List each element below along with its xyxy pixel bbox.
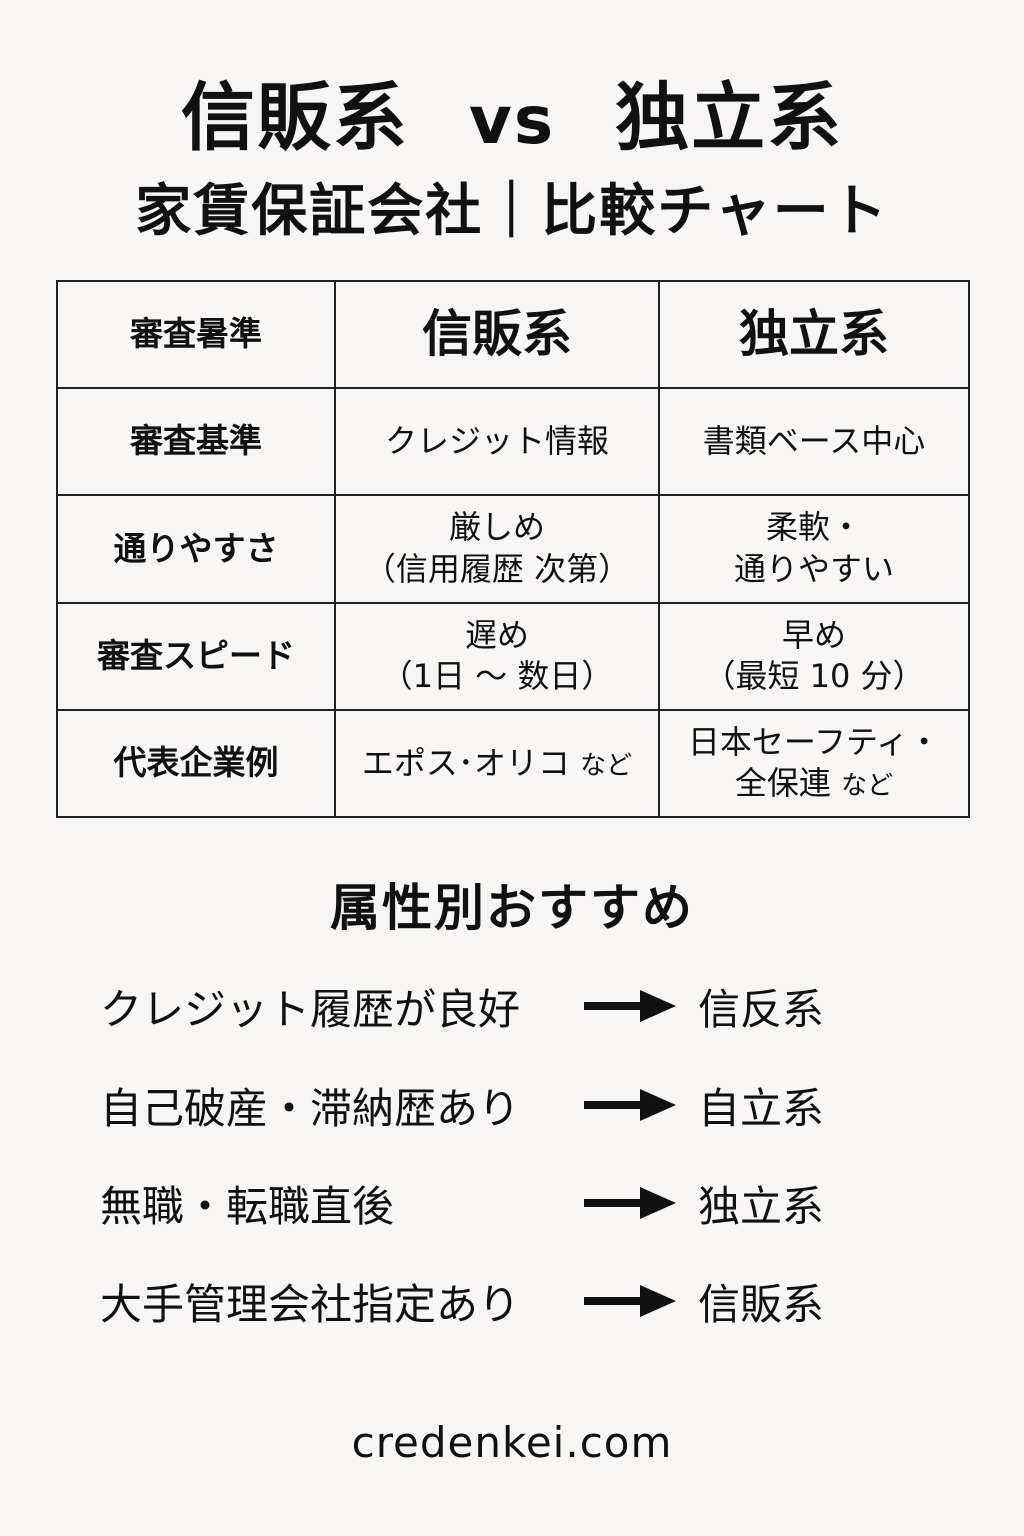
cell-text: エポス･オリコ	[361, 743, 570, 782]
comparison-table: 審査暑準 信販系 独立系 審査基準 クレジット情報 書類ベース中心 通りやすさ …	[56, 279, 970, 819]
cell-shinpan: クレジット情報	[334, 387, 660, 497]
row-label: 代表企業例	[56, 708, 336, 819]
cell-shinpan: 遅め （1日 〜 数日）	[334, 601, 660, 711]
cell-text: 日本セーフティ・	[687, 722, 941, 761]
recommend-item: クレジット履歴が良好 信反系	[100, 976, 960, 1036]
recommend-attr: 自己破産・滞納歴あり	[100, 1083, 521, 1133]
table-row: 審査基準 クレジット情報 書類ベース中心	[56, 387, 970, 497]
cell-text: 厳しめ	[448, 508, 545, 547]
cell-text-small: など	[580, 750, 633, 781]
long-right-arrow-icon	[584, 1089, 676, 1121]
recommend-type: 自立系	[698, 1083, 825, 1133]
long-right-arrow-icon	[584, 990, 676, 1022]
recommend-title: 属性別おすすめ	[330, 879, 694, 937]
table-row: 代表企業例 エポス･オリコ など 日本セーフティ・ 全保連 など	[56, 708, 970, 819]
cell-text-small: など	[841, 771, 894, 802]
row-label: 通りやすさ	[56, 494, 336, 604]
title-left: 信販系	[180, 75, 409, 161]
footer-site-url[interactable]: credenkei.com	[351, 1418, 673, 1467]
recommend-type: 信反系	[698, 984, 825, 1034]
header-dokuritsu: 独立系	[658, 279, 970, 390]
recommend-attr: 無職・転職直後	[100, 1181, 395, 1231]
long-right-arrow-icon	[584, 1187, 676, 1219]
page-title: 信販系 vs 独立系	[0, 58, 1024, 165]
cell-text: （1日 〜 数日）	[380, 657, 614, 696]
cell-text: クレジット情報	[384, 421, 609, 460]
cell-text: 書類ベース中心	[702, 421, 926, 460]
page-subtitle: 家賃保証会社｜比較チャート	[135, 179, 889, 244]
header-criteria: 審査暑準	[56, 279, 336, 390]
recommend-type: 信販系	[698, 1279, 825, 1329]
recommend-attr: クレジット履歴が良好	[100, 984, 521, 1034]
cell-text: （信用履歴 次第）	[363, 549, 631, 588]
cell-text: 全保連	[734, 764, 831, 803]
cell-dokuritsu: 書類ベース中心	[658, 387, 970, 497]
table-header-row: 審査暑準 信販系 独立系	[56, 279, 970, 390]
cell-dokuritsu: 日本セーフティ・ 全保連 など	[658, 708, 970, 819]
cell-dokuritsu: 柔軟・ 通りやすい	[658, 494, 970, 604]
long-right-arrow-icon	[584, 1285, 676, 1317]
title-vs: vs	[468, 82, 556, 159]
cell-text: 通りやすい	[733, 549, 894, 588]
row-label: 審査基準	[56, 387, 336, 497]
cell-text: 遅め	[464, 615, 529, 654]
title-right: 独立系	[615, 75, 844, 161]
recommend-type: 独立系	[698, 1181, 825, 1231]
table-row: 審査スピード 遅め （1日 〜 数日） 早め （最短 10 分）	[56, 601, 970, 711]
table-row: 通りやすさ 厳しめ （信用履歴 次第） 柔軟・ 通りやすい	[56, 494, 970, 604]
recommend-item: 大手管理会社指定あり 信販系	[100, 1271, 960, 1331]
cell-shinpan: 厳しめ （信用履歴 次第）	[334, 494, 660, 604]
row-label: 審査スピード	[56, 601, 336, 711]
cell-text: （最短 10 分）	[703, 657, 925, 696]
cell-dokuritsu: 早め （最短 10 分）	[658, 601, 970, 711]
recommend-item: 自己破産・滞納歴あり 自立系	[100, 1075, 960, 1135]
cell-shinpan: エポス･オリコ など	[334, 708, 660, 819]
header-shinpan: 信販系	[334, 279, 660, 390]
recommend-item: 無職・転職直後 独立系	[100, 1173, 960, 1233]
cell-text: 柔軟・	[765, 508, 862, 547]
recommend-attr: 大手管理会社指定あり	[100, 1279, 521, 1329]
cell-text: 早め	[781, 615, 846, 654]
